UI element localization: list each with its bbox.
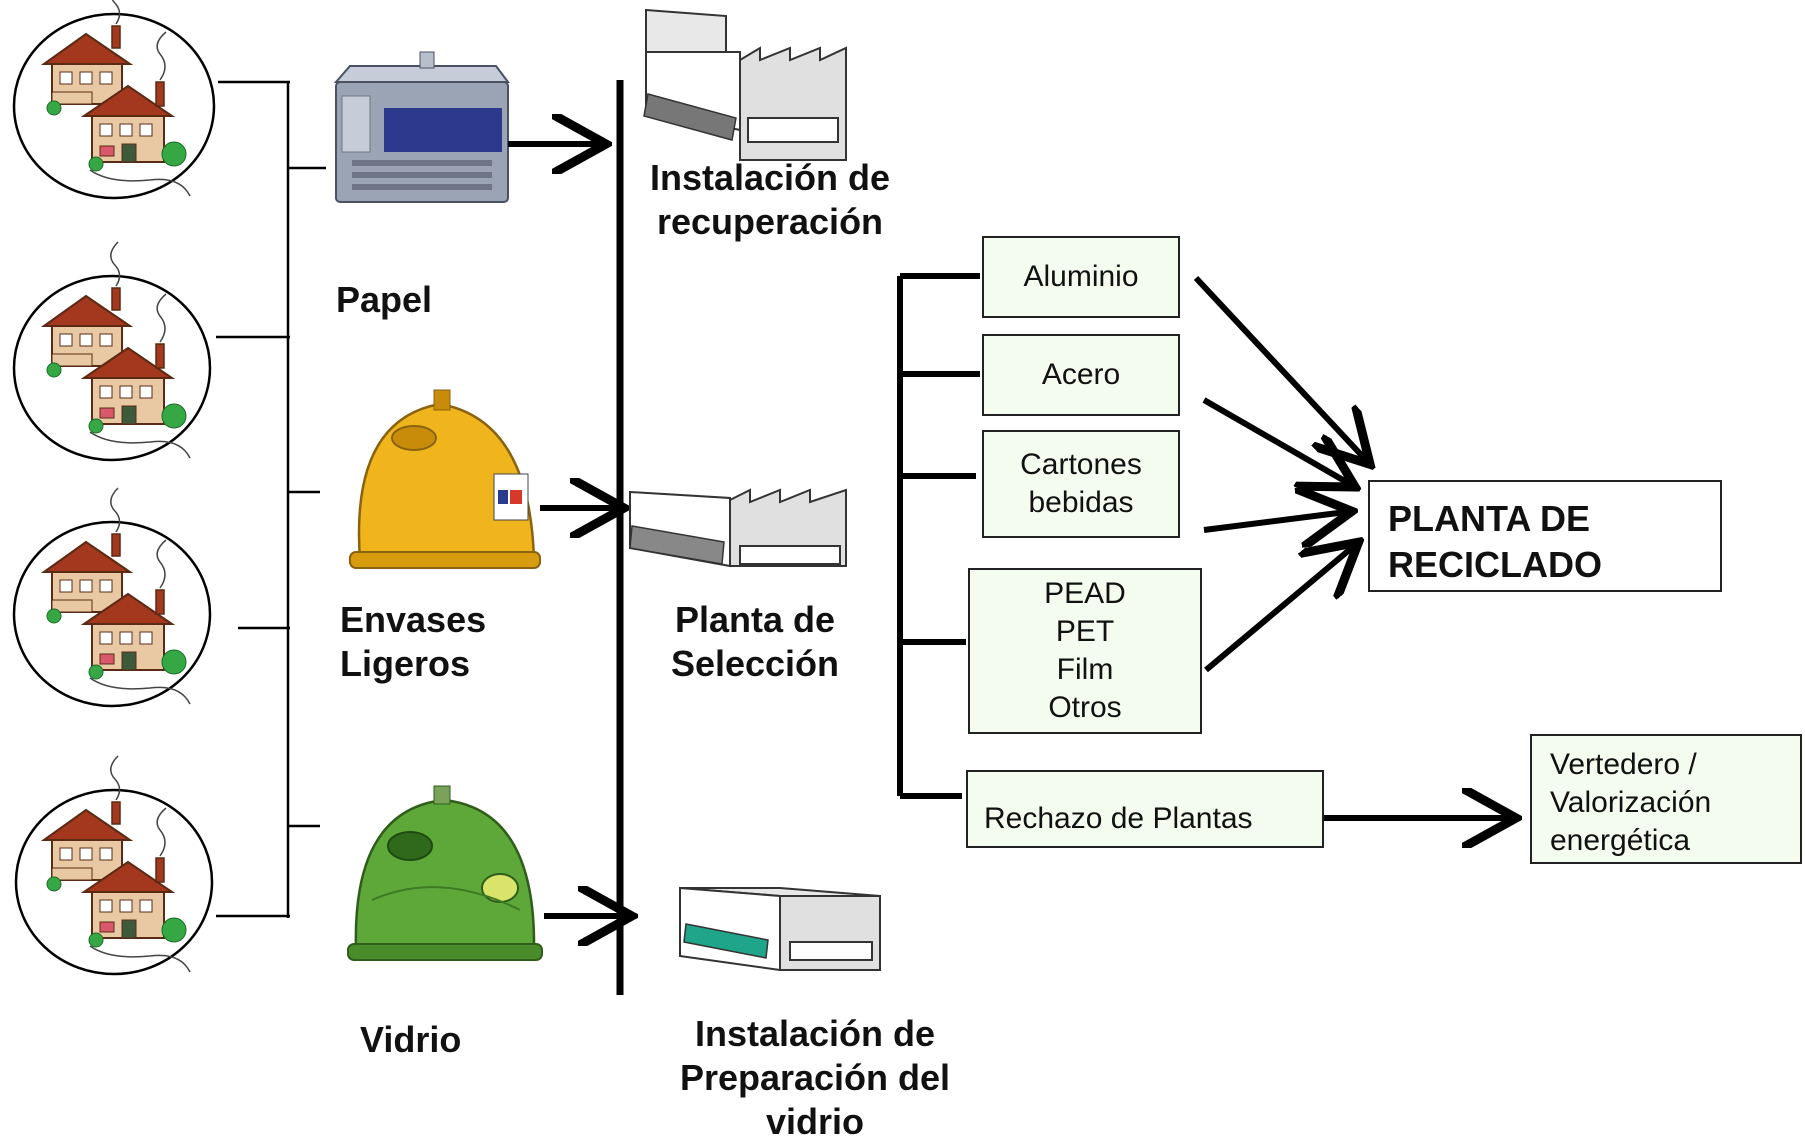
cartons-box: Cartones bebidas <box>982 430 1180 538</box>
paper-label: Papel <box>336 279 433 320</box>
recovery-facility-label: Instalación de recuperación <box>630 156 910 244</box>
plastics-label-film: Film <box>1056 653 1114 686</box>
packaging-label: Envases Ligeros <box>340 598 486 686</box>
materials-bracket <box>897 273 980 799</box>
steel-label: Acero <box>1041 358 1121 391</box>
recovery-facility-line-2: recuperación <box>656 201 884 242</box>
landfill-box: Vertedero / Valorización energética <box>1530 734 1802 864</box>
selection-plant-line-1: Planta de <box>674 599 836 640</box>
packaging-label-line-2: Ligeros <box>340 643 471 684</box>
landfill-line-3: energética <box>1550 824 1691 857</box>
recycling-plant-line-1: PLANTA DE <box>1388 498 1590 539</box>
cartons-label-line-2: bebidas <box>1028 486 1134 519</box>
reject-label: Rechazo de Plantas <box>984 802 1253 835</box>
paper-container-icon <box>333 51 510 203</box>
recycling-plant-box: PLANTA DE RECICLADO <box>1368 480 1722 592</box>
packaging-label-line-1: Envases <box>340 599 487 640</box>
recycling-plant-line-2: RECICLADO <box>1388 544 1602 585</box>
glass-prep-label: Instalación de Preparación del vidrio <box>660 1012 970 1144</box>
recycling-arrows <box>1193 275 1510 818</box>
landfill-line-2: Valorización <box>1550 786 1712 819</box>
household-4 <box>14 755 214 976</box>
selection-plant-label: Planta de Selección <box>640 598 870 686</box>
plastics-label-other: Otros <box>1048 691 1122 724</box>
reject-box: Rechazo de Plantas <box>966 770 1324 848</box>
landfill-line-1: Vertedero / <box>1550 748 1697 781</box>
plastics-label-pead: PEAD <box>1044 577 1126 610</box>
household-3 <box>12 487 212 708</box>
steel-box: Acero <box>982 334 1180 416</box>
household-1 <box>12 0 216 200</box>
household-2 <box>12 241 212 462</box>
packaging-container-icon <box>349 389 541 569</box>
glass-prep-facility-icon <box>679 886 881 972</box>
aluminum-box: Aluminio <box>982 236 1180 318</box>
household-connectors <box>216 80 326 918</box>
selection-plant-line-2: Selección <box>670 643 840 684</box>
aluminum-label: Aluminio <box>1023 260 1139 293</box>
glass-label: Vidrio <box>360 1019 462 1060</box>
glass-prep-line-3: vidrio <box>765 1101 864 1142</box>
glass-container-icon <box>347 785 543 961</box>
plastics-label-pet: PET <box>1055 615 1115 648</box>
glass-prep-line-1: Instalación de <box>694 1013 936 1054</box>
cartons-label-line-1: Cartones <box>1020 448 1142 481</box>
container-arrows <box>508 144 626 916</box>
recovery-facility-icon <box>643 8 847 161</box>
recovery-facility-line-1: Instalación de <box>649 157 891 198</box>
glass-prep-line-2: Preparación del <box>679 1057 951 1098</box>
plastics-box: PEAD PET Film Otros <box>968 568 1202 734</box>
selection-facility-icon <box>629 488 847 568</box>
